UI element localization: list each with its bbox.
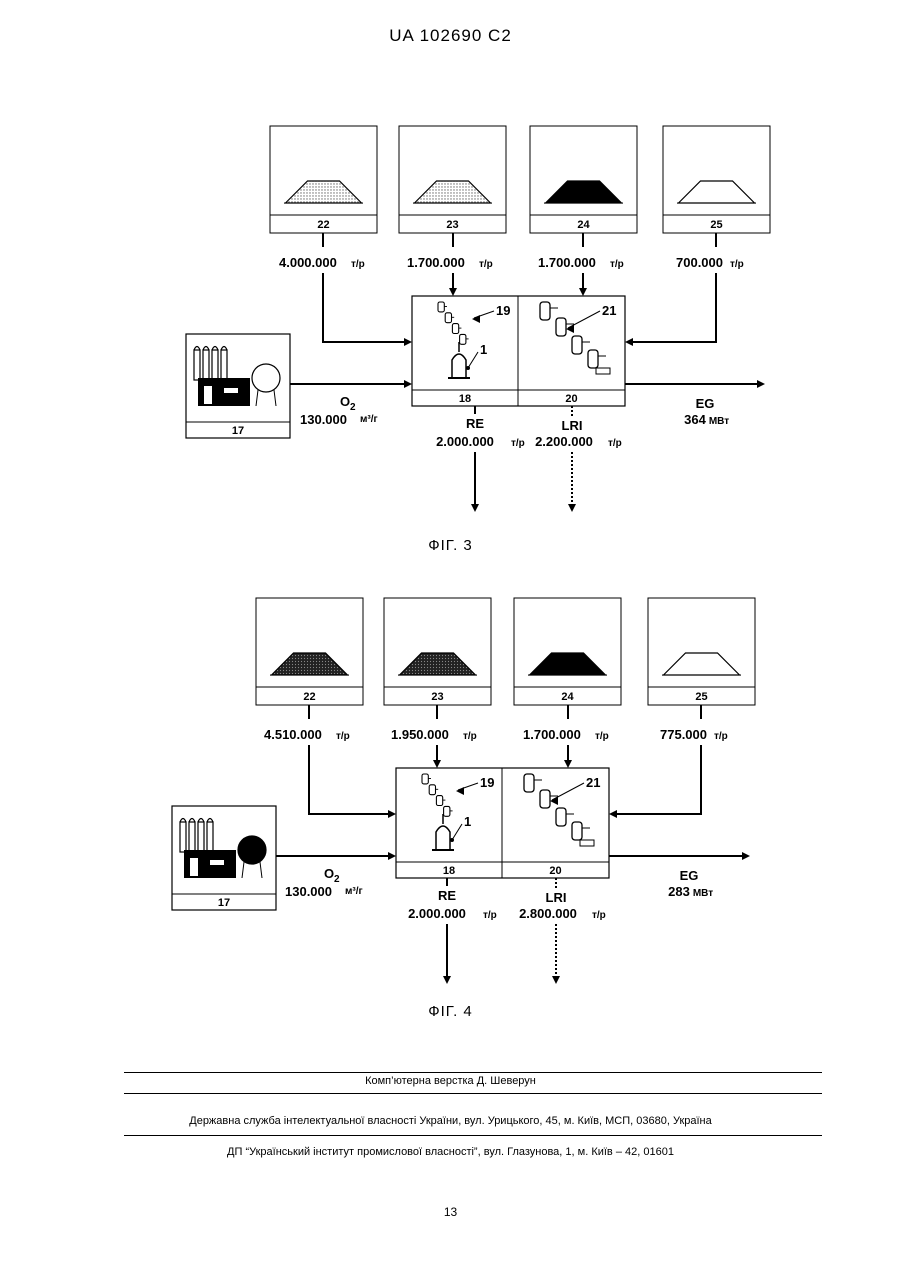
feed-25-line <box>611 745 701 814</box>
input-box-25: 25 775.000 т/р <box>648 598 755 742</box>
callout-1-dot <box>450 838 454 842</box>
eg-amount: 283 <box>668 884 690 899</box>
feed-24-arrow <box>564 760 572 768</box>
feed-unit: т/р <box>714 731 728 742</box>
footer-rule-2 <box>124 1093 822 1094</box>
input-box-number: 22 <box>303 691 315 703</box>
lri-unit: т/р <box>592 910 606 921</box>
callout-1: 1 <box>464 814 471 829</box>
re-label: RE <box>438 888 456 903</box>
filter-icon <box>580 840 594 846</box>
page-number: 13 <box>0 1205 901 1219</box>
footer-agency: Державна служба інтелектуальної власност… <box>0 1115 901 1127</box>
feed-amount: 1.700.000 <box>523 727 581 742</box>
feed-amount: 4.510.000 <box>264 727 322 742</box>
input-box-number: 24 <box>561 691 574 703</box>
eg-unit: МВт <box>693 888 713 899</box>
re-amount: 2.000.000 <box>408 906 466 921</box>
oxygen-plant-17: 17 O2130.000 м³/г <box>172 806 396 910</box>
callout-21: 21 <box>586 775 600 790</box>
feed-22-arrow <box>388 810 396 818</box>
footer-typesetter: Комп’ютерна верстка Д. Шеверун <box>0 1075 901 1087</box>
re-unit: т/р <box>483 910 497 921</box>
input-box-frame <box>256 598 363 705</box>
figure-caption: ФІГ. 4 <box>0 1003 901 1020</box>
footer-institute: ДП “Український інститут промислової вла… <box>0 1146 901 1158</box>
input-box-23: 23 1.950.000 т/р <box>384 598 491 742</box>
energy-output: EG283МВт <box>609 852 750 899</box>
input-box-number: 25 <box>695 691 707 703</box>
lri-output: LRI2.800.000 т/р <box>519 878 606 984</box>
lri-label: LRI <box>546 890 567 905</box>
feed-22-line <box>309 745 394 814</box>
input-box-frame <box>384 598 491 705</box>
feed-23-arrow <box>433 760 441 768</box>
feed-amount: 775.000 <box>660 727 707 742</box>
storage-sphere-icon <box>238 836 266 864</box>
feed-amount: 1.950.000 <box>391 727 449 742</box>
oxygen-label: O <box>324 866 334 881</box>
oxygen-arrow <box>388 852 396 860</box>
feed-25-arrow <box>609 810 617 818</box>
lri-arrow <box>552 976 560 984</box>
lri-amount: 2.800.000 <box>519 906 577 921</box>
eg-arrow <box>742 852 750 860</box>
footer-rule-1 <box>124 1072 822 1073</box>
oxygen-unit: м³/г <box>345 886 363 897</box>
callout-19: 19 <box>480 775 494 790</box>
input-box-frame <box>514 598 621 705</box>
footer-rule-3 <box>124 1135 822 1136</box>
plant-number: 17 <box>218 897 230 909</box>
input-box-number: 23 <box>431 691 443 703</box>
input-box-frame <box>648 598 755 705</box>
unit-18-label: 18 <box>443 865 455 877</box>
feed-unit: т/р <box>595 731 609 742</box>
oxygen-subscript: 2 <box>334 874 340 885</box>
eg-label: EG <box>680 868 699 883</box>
process-block: 18 20 19 1 21 <box>396 768 609 878</box>
feed-unit: т/р <box>463 731 477 742</box>
feed-unit: т/р <box>336 731 350 742</box>
input-box-24: 24 1.700.000 т/р <box>514 598 621 742</box>
re-output: RE 2.000.000 т/р <box>408 878 497 984</box>
oxygen-amount: 130.000 <box>285 884 332 899</box>
re-arrow <box>443 976 451 984</box>
unit-20-label: 20 <box>549 865 561 877</box>
input-box-22: 22 4.510.000 т/р <box>256 598 363 742</box>
